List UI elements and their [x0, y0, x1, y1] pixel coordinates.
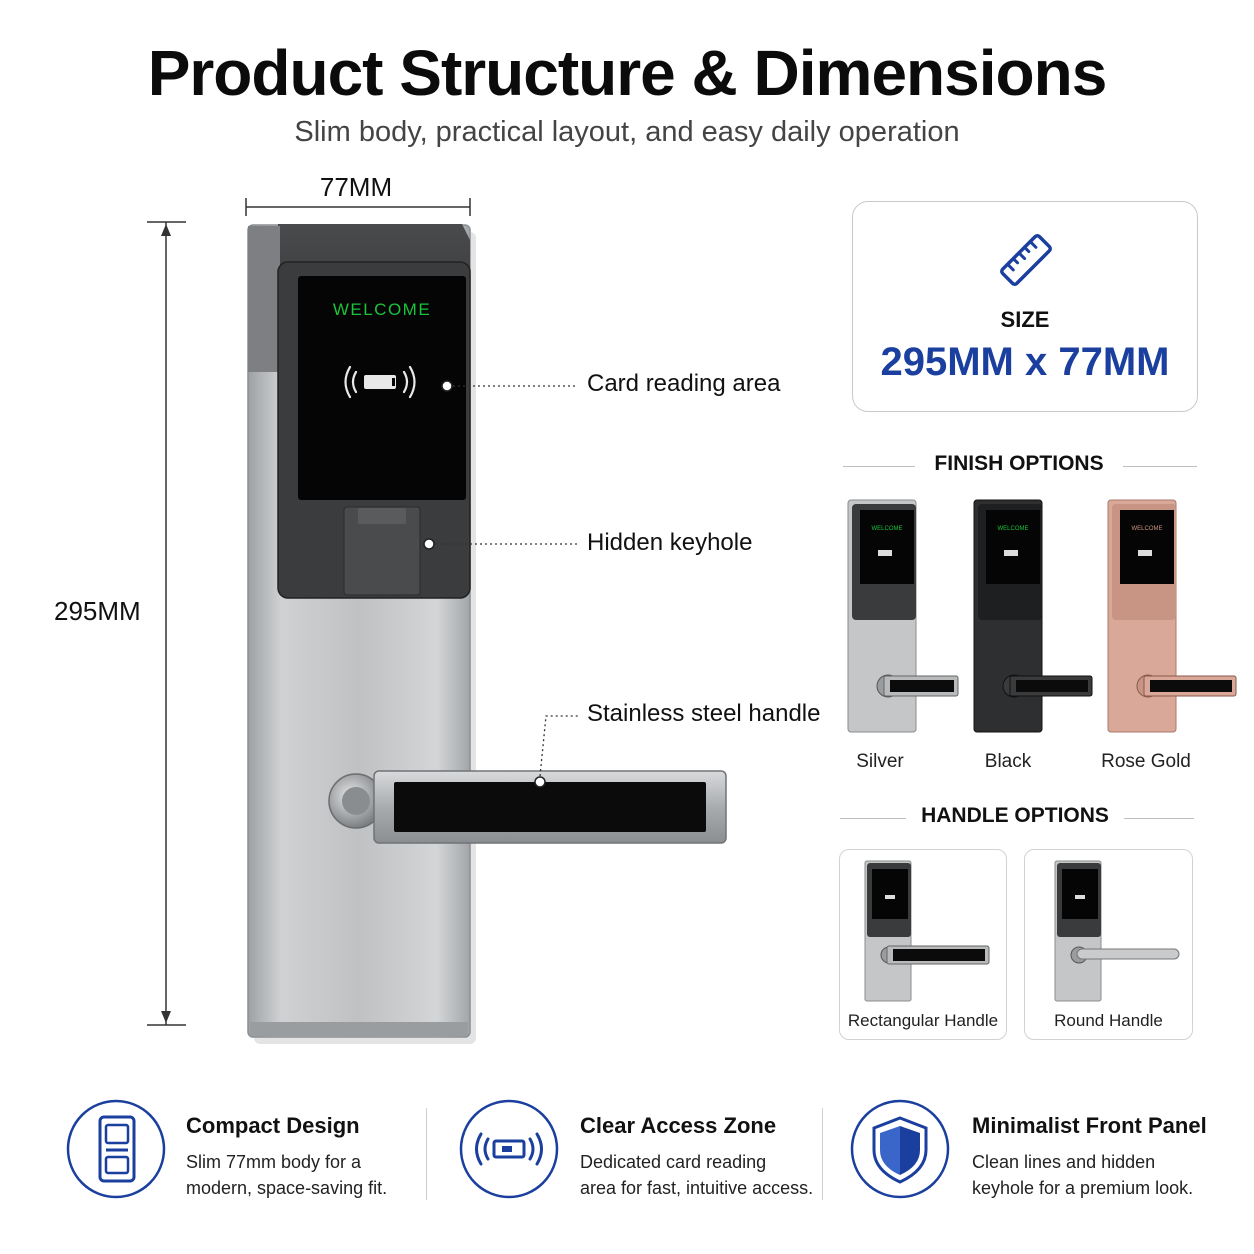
callout-handle: Stainless steel handle	[587, 700, 821, 727]
finish-divider-left	[843, 466, 915, 467]
width-dimension-label: 77MM	[319, 172, 393, 202]
finish-rose-gold-lock: WELCOME	[1107, 499, 1237, 733]
finish-black-lock: WELCOME	[973, 499, 1093, 733]
handle-options-heading: HANDLE OPTIONS	[921, 804, 1109, 827]
door-lock-icon	[66, 1099, 166, 1199]
height-dimension-label: 295MM	[54, 596, 141, 626]
shield-icon	[850, 1099, 950, 1199]
finish-options-heading: FINISH OPTIONS	[934, 452, 1104, 475]
feature-title-minimalist: Minimalist Front Panel	[972, 1113, 1207, 1138]
svg-text:WELCOME: WELCOME	[1131, 526, 1162, 532]
round-handle-lock	[1054, 860, 1180, 1002]
size-value: 295MM x 77MM	[880, 340, 1170, 384]
finish-swatches: WELCOME WELCOME WELCOME	[847, 499, 1237, 733]
handle-divider-right	[1124, 818, 1194, 819]
rfid-card-icon	[459, 1099, 559, 1199]
feature-desc-access-1: Dedicated card reading	[580, 1152, 767, 1172]
feature-title-compact: Compact Design	[186, 1113, 360, 1138]
handle-option-illustrations	[864, 860, 1180, 1002]
feature-desc-compact-2: modern, space-saving fit.	[186, 1178, 388, 1198]
finish-divider-right	[1123, 466, 1197, 467]
main-lock-illustration	[247, 224, 727, 1044]
handle-label-rectangular: Rectangular Handle	[847, 1011, 999, 1030]
feature-icons	[66, 1099, 950, 1199]
finish-label-rose-gold: Rose Gold	[1101, 751, 1191, 772]
feature-desc-access-2: area for fast, intuitive access.	[580, 1178, 814, 1198]
feature-desc-minimalist-1: Clean lines and hidden	[972, 1152, 1156, 1172]
rectangular-handle-lock	[864, 860, 990, 1002]
finish-label-silver: Silver	[856, 751, 904, 772]
feature-desc-minimalist-2: keyhole for a premium look.	[972, 1178, 1194, 1198]
dimension-lines	[147, 198, 471, 1026]
svg-text:WELCOME: WELCOME	[997, 526, 1028, 532]
callout-card-reading: Card reading area	[587, 370, 781, 397]
page-subtitle: Slim body, practical layout, and easy da…	[294, 116, 960, 148]
size-card	[852, 201, 1198, 412]
feature-divider-2	[822, 1108, 823, 1200]
ruler-icon	[1000, 234, 1052, 286]
screen-welcome-text: WELCOME	[332, 300, 432, 319]
finish-label-black: Black	[984, 751, 1032, 772]
feature-divider-1	[426, 1108, 427, 1200]
handle-label-round: Round Handle	[1054, 1011, 1163, 1030]
handle-option-round-card	[1024, 849, 1193, 1040]
svg-text:WELCOME: WELCOME	[871, 526, 902, 532]
feature-title-access: Clear Access Zone	[580, 1113, 777, 1138]
feature-desc-compact-1: Slim 77mm body for a	[186, 1152, 362, 1172]
page-title: Product Structure & Dimensions	[147, 37, 1108, 109]
handle-divider-left	[840, 818, 906, 819]
finish-silver-lock: WELCOME	[847, 499, 959, 733]
callout-hidden-keyhole: Hidden keyhole	[587, 529, 753, 556]
size-label: SIZE	[1000, 307, 1050, 332]
